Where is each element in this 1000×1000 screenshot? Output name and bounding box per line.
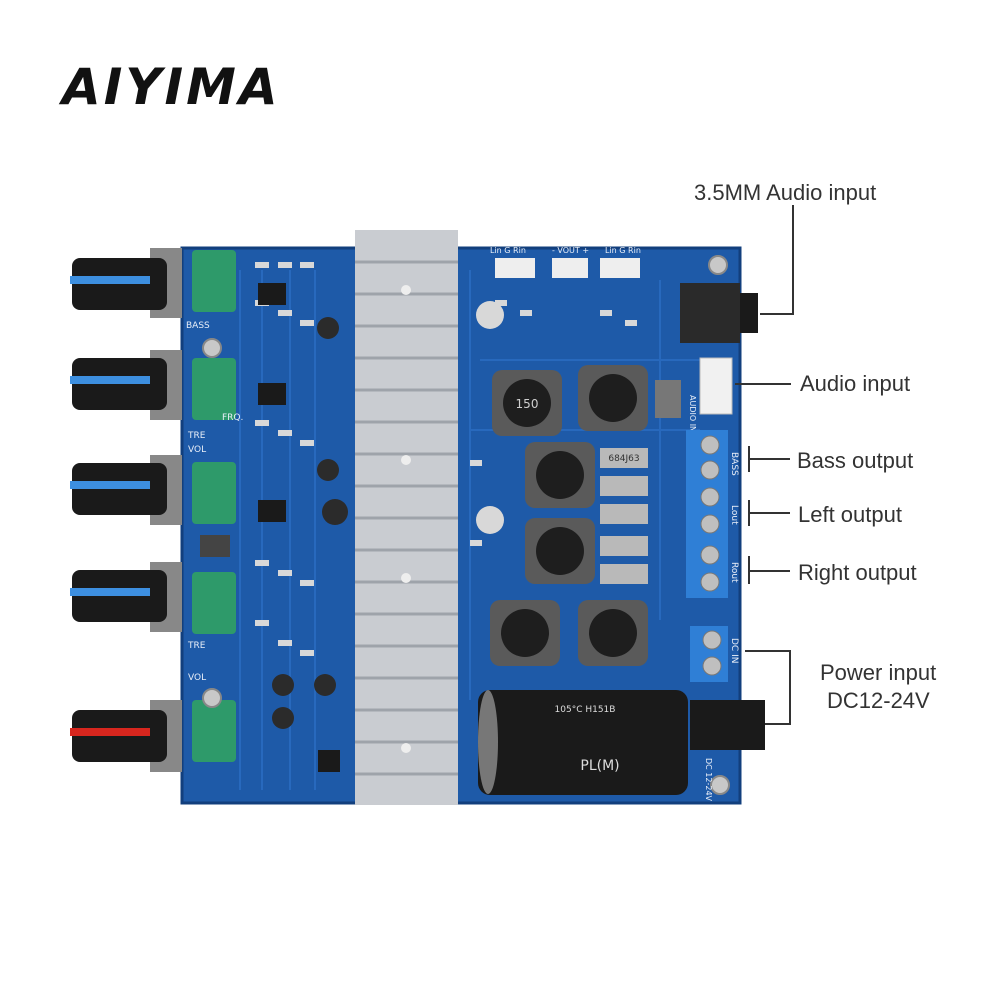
label-right-output: Right output	[798, 560, 917, 585]
potentiometers	[192, 250, 236, 762]
knob-master-vol	[70, 700, 182, 772]
knob-bass	[70, 248, 182, 318]
label-3-5mm-audio-input: 3.5MM Audio input	[694, 180, 877, 205]
pcb-traces	[239, 270, 730, 790]
leader-power-vertical	[789, 650, 791, 725]
silk-vout: - VOUT +	[552, 246, 589, 255]
audio-in-connector	[699, 357, 733, 415]
big-capacitor-icon	[478, 690, 688, 795]
leader-audio-input	[735, 383, 791, 385]
silk-tre-2: TRE	[187, 641, 206, 651]
label-bass-output: Bass output	[797, 448, 914, 473]
switch-icon	[200, 535, 230, 557]
mounting-holes	[202, 255, 730, 795]
film-cap-mark: 684J63	[608, 454, 639, 464]
heatsink-icon	[355, 230, 458, 805]
silk-vol-1: VOL	[188, 445, 206, 455]
silk-dc-in: DC IN	[729, 638, 739, 663]
label-power-input: Power input	[820, 660, 937, 685]
knob-frq	[70, 350, 182, 420]
audio-jack-icon	[680, 283, 758, 343]
label-left-output: Left output	[798, 502, 902, 527]
silk-rout: Rout	[729, 562, 739, 583]
label-power-voltage: DC12-24V	[827, 688, 930, 713]
silk-bass-out: BASS	[729, 452, 739, 476]
inductor-icon	[490, 365, 648, 666]
silk-frq: FRQ.	[222, 413, 243, 423]
silk-bass: BASS	[186, 321, 210, 331]
silk-audio-in: AUDIO IN	[688, 395, 697, 432]
leader-jack-horizontal	[760, 313, 794, 315]
leader-power-bottom	[765, 723, 791, 725]
leader-jack-vertical	[792, 205, 794, 315]
leader-right	[748, 570, 790, 572]
dc-jack-icon	[690, 700, 765, 750]
silk-lout: Lout	[729, 505, 739, 525]
leader-power-top	[745, 650, 790, 652]
capacitor-icon	[272, 301, 504, 729]
silk-lin-g-rin-1: Lin G Rin	[490, 246, 526, 255]
label-audio-input: Audio input	[800, 371, 911, 396]
big-cap-sleeve: 105°C H151B	[555, 705, 616, 715]
leader-bass	[748, 458, 790, 460]
knob-vol	[70, 562, 182, 632]
big-cap-mark: PL(M)	[580, 758, 619, 774]
pin-headers	[495, 258, 640, 278]
silk-lin-g-rin-2: Lin G Rin	[605, 246, 641, 255]
ic-chips	[258, 283, 340, 772]
knob-tre	[70, 455, 182, 525]
silk-vol-2: VOL	[188, 673, 206, 683]
film-capacitors	[600, 380, 681, 584]
inductor-mark: 150	[516, 397, 539, 411]
brand-logo: AIYIMA	[62, 58, 281, 116]
leader-left	[748, 512, 790, 514]
terminal-block-icon	[686, 430, 728, 682]
silk-dc-label: DC 12-24V	[704, 758, 713, 802]
silk-tre-1: TRE	[187, 431, 206, 441]
